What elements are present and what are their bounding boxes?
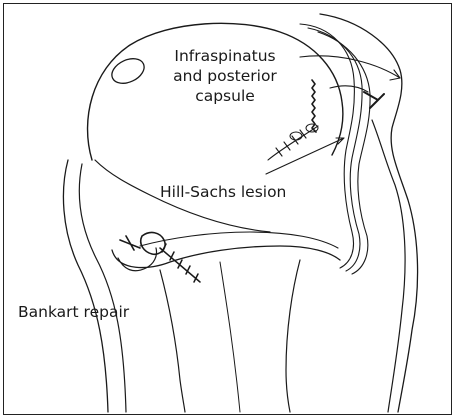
bankart-arrow <box>120 236 140 250</box>
label-infraspinatus-line3: capsule <box>150 86 300 106</box>
glenoid-cup-inner <box>140 232 338 248</box>
glenoid-cup <box>112 246 340 268</box>
arrow-mark <box>364 92 384 108</box>
scapula-neck-right <box>286 260 300 412</box>
shaft-right-inner <box>372 120 405 412</box>
shaft-left-inner <box>79 164 126 412</box>
label-infraspinatus-line2: and posterior <box>150 66 300 86</box>
label-infraspinatus-line1: Infraspinatus <box>150 46 300 66</box>
scapula-mid-line <box>220 262 240 412</box>
hill-sachs-arrow <box>266 138 344 174</box>
bankart-anchor-head <box>141 233 165 255</box>
label-hill-sachs-lesion: Hill-Sachs lesion <box>160 182 286 202</box>
suture-mark <box>268 126 318 160</box>
outer-contour-right <box>320 14 418 412</box>
scapula-neck-left <box>160 270 185 412</box>
capsule-line-3 <box>318 32 370 274</box>
shaft-left-outer <box>63 160 108 412</box>
label-bankart-repair: Bankart repair <box>18 302 129 322</box>
